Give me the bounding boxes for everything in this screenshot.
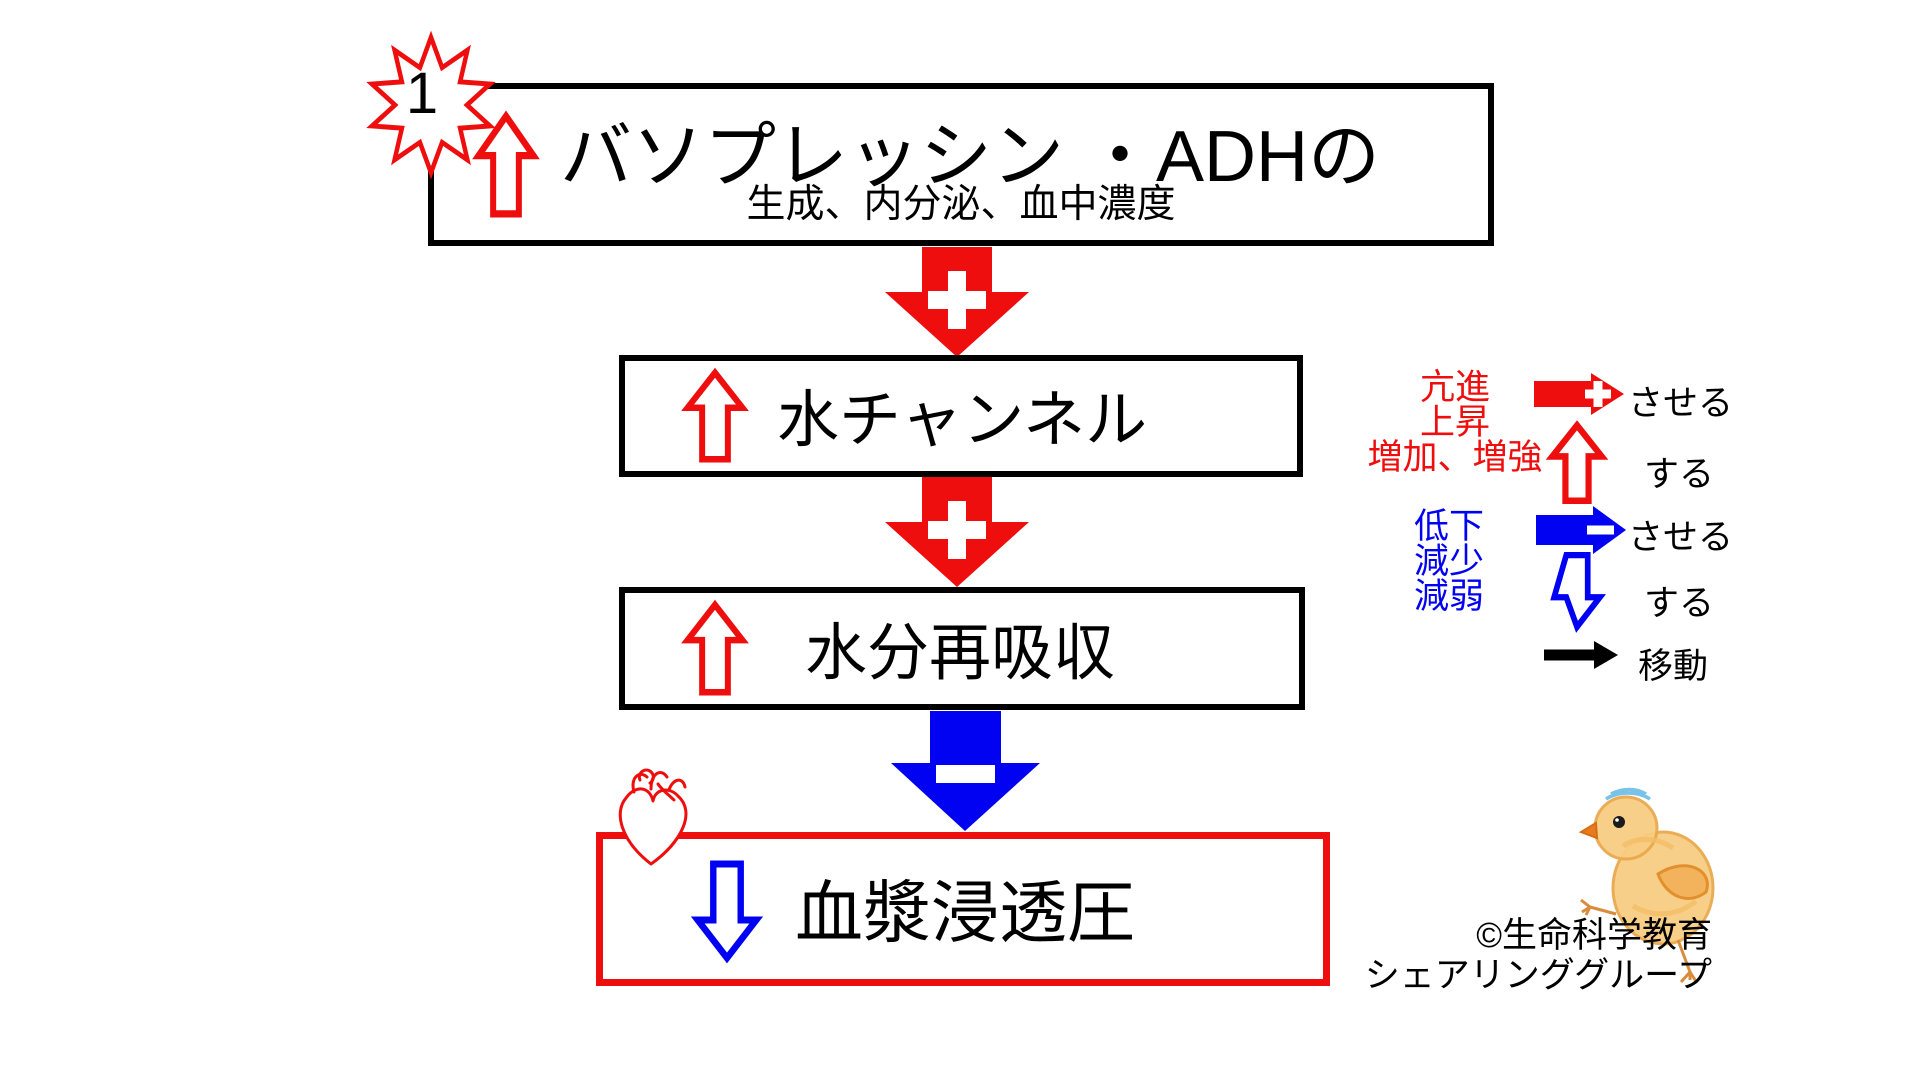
credit-text: ©生命科学教育 シェアリンググループ	[1360, 916, 1712, 996]
decrease-down-arrow-icon	[690, 860, 764, 964]
step-marker: 1	[366, 30, 496, 180]
legend-do-label: する	[1644, 455, 1715, 494]
box-plasma-osmolality: 血漿浸透圧	[596, 832, 1330, 986]
increase-up-arrow-icon	[472, 110, 540, 218]
plus-right-arrow-icon	[1534, 373, 1624, 415]
step-number: 1	[405, 61, 439, 126]
box-water-reabsorption: 水分再吸収	[619, 587, 1305, 710]
box-water-reabsorption-title: 水分再吸収	[805, 618, 1116, 688]
box-plasma-osmolality-title: 血漿浸透圧	[795, 875, 1136, 952]
legend-cause-label: させる	[1628, 518, 1734, 557]
box-water-channel: 水チャンネル	[619, 355, 1303, 477]
increase-up-arrow-icon	[1545, 420, 1609, 504]
chick-illustration	[1578, 787, 1715, 984]
increase-up-arrow-icon	[681, 367, 749, 463]
legend-word: 上昇	[1419, 403, 1490, 442]
move-right-arrow-icon	[1544, 641, 1618, 669]
credit-line-2: シェアリンググループ	[1364, 956, 1712, 995]
legend-cause-label: させる	[1628, 384, 1734, 423]
plus-down-arrow-icon	[885, 477, 1029, 587]
minus-down-arrow-icon	[891, 711, 1040, 831]
legend-word: 減少	[1414, 542, 1485, 581]
legend-increase-words: 亢進 上昇 増加、増強	[1352, 370, 1558, 475]
minus-right-arrow-icon	[1536, 506, 1626, 554]
credit-line-1: ©生命科学教育	[1476, 916, 1712, 955]
plus-down-arrow-icon	[885, 247, 1029, 357]
increase-up-arrow-icon	[681, 599, 749, 696]
starburst-icon	[366, 30, 496, 180]
legend-word: 亢進	[1419, 368, 1490, 407]
legend-word: 減弱	[1414, 577, 1485, 616]
legend-decrease-words: 低下 減少 減弱	[1414, 509, 1484, 614]
box-vasopressin-title: バソプレッシン ・ADHの	[560, 117, 1381, 197]
box-vasopressin-subtitle: 生成、内分泌、血中濃度	[746, 183, 1176, 226]
heart-icon	[618, 768, 688, 866]
legend-move-label: 移動	[1638, 647, 1709, 686]
legend-word: 低下	[1414, 507, 1485, 546]
box-water-channel-title: 水チャンネル	[777, 386, 1148, 456]
box-vasopressin-adh: バソプレッシン ・ADHの 生成、内分泌、血中濃度	[428, 83, 1494, 246]
decrease-down-arrow-icon	[1550, 552, 1606, 633]
legend-do-label: する	[1644, 584, 1715, 623]
legend-word: 増加、増強	[1367, 438, 1543, 477]
